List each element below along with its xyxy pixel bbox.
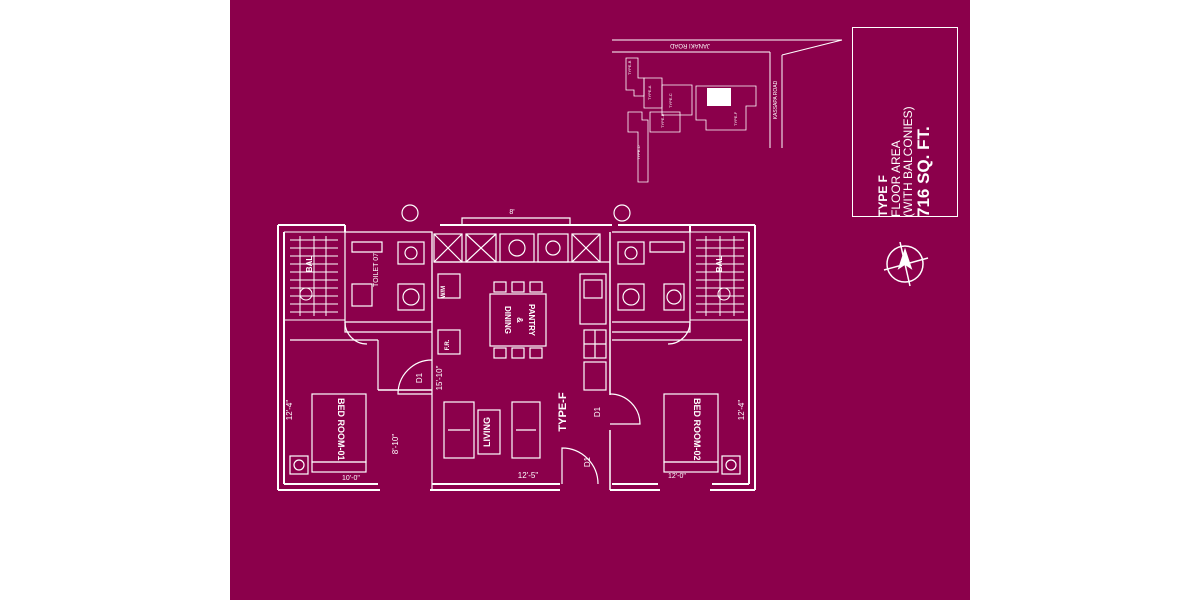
bedroom-2 bbox=[612, 339, 742, 475]
type-info-text: TYPE F FLOOR AREA (WITH BALCONIES) 716 S… bbox=[876, 27, 933, 217]
type-label: TYPE F bbox=[876, 174, 891, 217]
key-block-f bbox=[695, 85, 757, 131]
key-block-c bbox=[661, 84, 693, 116]
top-markers bbox=[401, 204, 631, 222]
dim-bed1-side: 8'-10" bbox=[391, 434, 400, 455]
door-label-1: D1 bbox=[415, 372, 424, 383]
dining-label: DINING bbox=[503, 306, 512, 334]
central-walls bbox=[378, 232, 611, 490]
balcony-note: (WITH BALCONIES) bbox=[901, 106, 916, 217]
dim-top-width: 8' bbox=[509, 209, 514, 216]
balcony-right bbox=[690, 231, 750, 321]
key-road-corner bbox=[781, 39, 843, 56]
key-label-d: TYPE-D bbox=[636, 145, 641, 160]
key-road-top-label: JANAKI ROAD bbox=[669, 42, 710, 48]
door-label-2: D1 bbox=[593, 406, 602, 417]
dim-bed1-height: 12'-4" bbox=[285, 400, 294, 421]
key-blocks bbox=[625, 57, 757, 183]
type-info-box: TYPE F FLOOR AREA (WITH BALCONIES) 716 S… bbox=[852, 27, 958, 217]
key-block-d bbox=[627, 111, 649, 183]
living-furniture bbox=[443, 401, 541, 459]
living-label: LIVING bbox=[482, 417, 492, 447]
bed1-label: BED ROOM-01 bbox=[336, 398, 346, 461]
key-block-e bbox=[649, 111, 681, 133]
dim-living-width: 12'-5" bbox=[518, 471, 539, 480]
bedroom-1 bbox=[289, 339, 379, 475]
doors bbox=[344, 321, 691, 485]
dim-bed2-height: 12'-4" bbox=[737, 400, 746, 421]
key-road-side-label: KASSAPA ROAD bbox=[773, 80, 779, 119]
bal-right-label: BAL bbox=[715, 256, 724, 273]
pantry-label: PANTRY bbox=[527, 304, 536, 337]
dining-amp-label: & bbox=[515, 317, 524, 323]
dim-living-height: 15'-10" bbox=[435, 365, 444, 390]
door-label-3: D1 bbox=[583, 456, 592, 467]
pantry-area bbox=[431, 217, 610, 490]
key-label-b: TYPE-B bbox=[627, 60, 632, 75]
unit-label: TYPE-F bbox=[557, 392, 569, 431]
toilet-right bbox=[612, 231, 691, 333]
key-highlight-unit bbox=[707, 88, 731, 106]
bal-left-label: BAL bbox=[305, 256, 314, 273]
bed2-label: BED ROOM-02 bbox=[692, 398, 702, 461]
wm-label: W/M bbox=[441, 286, 447, 298]
area-value: 716 SQ. FT. bbox=[913, 126, 933, 217]
key-plan: JANAKI ROAD KASSAPA ROAD TYPE-B TYPE-A T… bbox=[612, 39, 843, 183]
dim-bed1-width: 10'-0" bbox=[342, 475, 360, 482]
key-label-f: TYPE-F bbox=[733, 111, 738, 126]
dining-table bbox=[489, 281, 547, 359]
north-arrow-icon bbox=[883, 241, 929, 287]
floor-plan: BAL TOILET 07 bbox=[277, 204, 756, 491]
dim-bed2-width: 12'-0" bbox=[668, 473, 686, 480]
plan-background bbox=[230, 0, 970, 600]
toilet-left-label: TOILET 07 bbox=[373, 253, 380, 287]
key-label-c: TYPE-C bbox=[668, 93, 673, 108]
fr-label: F.R. bbox=[445, 339, 451, 350]
key-label-e: TYPE-E bbox=[660, 113, 665, 128]
key-label-a: TYPE-A bbox=[647, 85, 652, 100]
